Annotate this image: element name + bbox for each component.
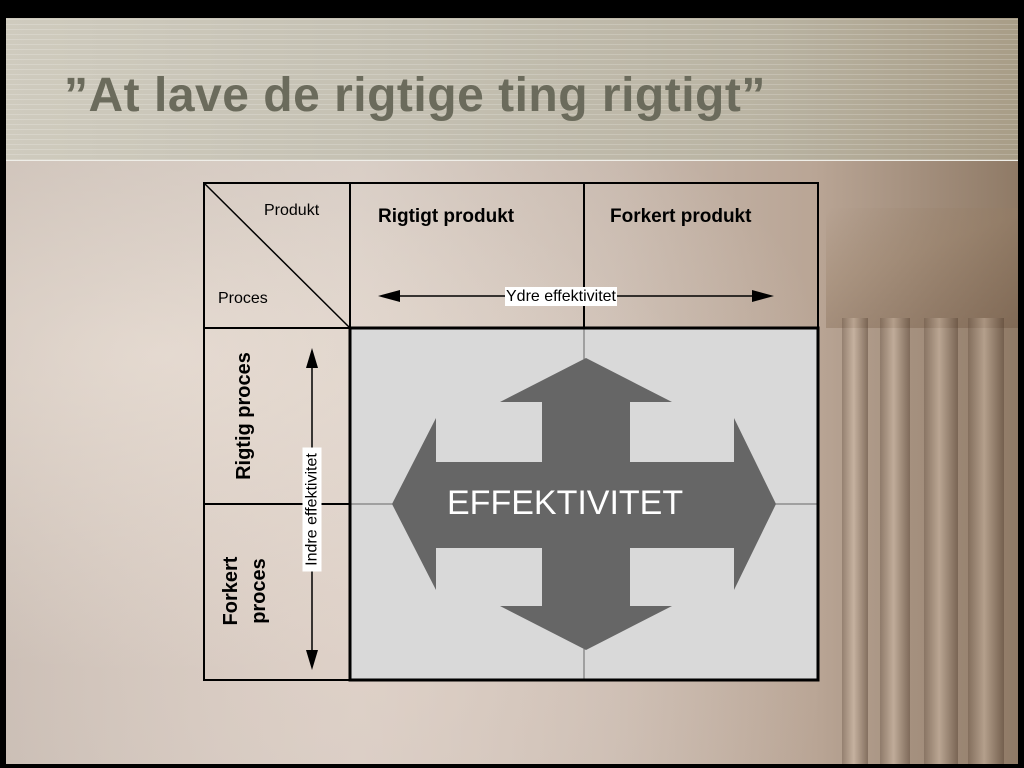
- row-header-forkert-line2: proces: [248, 558, 270, 624]
- row-header-forkert-line1: Forkert: [220, 556, 242, 626]
- slide-background: ”At lave de rigtige ting rigtigt”: [6, 18, 1018, 764]
- four-way-arrow-shape: [392, 358, 776, 650]
- col-header-rigtigt-produkt: Rigtigt produkt: [378, 206, 515, 227]
- column-decoration: [968, 318, 1004, 764]
- slide-title: ”At lave de rigtige ting rigtigt”: [64, 69, 766, 122]
- column-decoration: [924, 318, 958, 764]
- col-header-forkert-produkt: Forkert produkt: [610, 206, 752, 227]
- indre-effektivitet-label: Indre effektivitet: [302, 447, 322, 572]
- corner-top-label: Produkt: [264, 202, 320, 219]
- column-decoration: [842, 318, 868, 764]
- corner-bottom-label: Proces: [218, 290, 268, 307]
- corner-diagonal: [203, 182, 351, 329]
- column-decoration: [880, 318, 910, 764]
- effektivitet-center-label: EFFEKTIVITET: [447, 484, 684, 522]
- row-header-rigtig-proces: Rigtig proces: [233, 352, 255, 480]
- title-band: ”At lave de rigtige ting rigtigt”: [6, 18, 1018, 161]
- matrix-inner-frame: [348, 326, 820, 682]
- building-decoration: [826, 208, 1018, 328]
- ydre-effektivitet-label: Ydre effektivitet: [505, 287, 617, 306]
